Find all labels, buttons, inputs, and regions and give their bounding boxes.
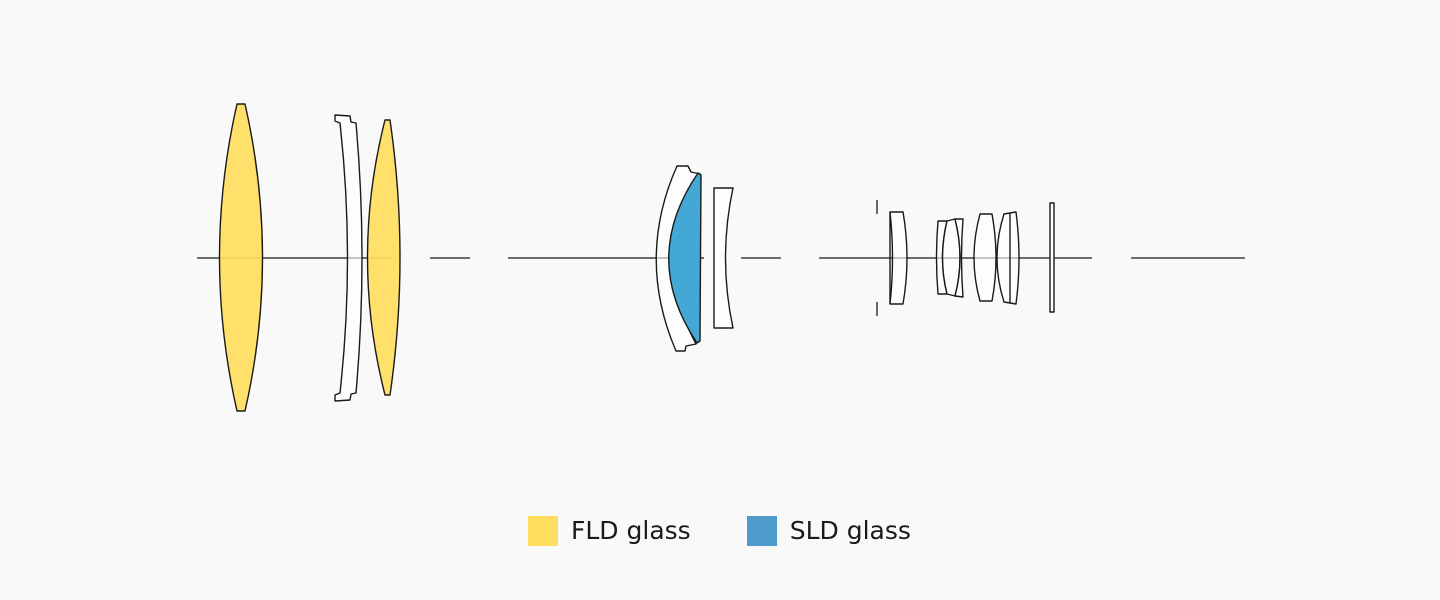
fld-lens-front — [218, 103, 264, 412]
legend: FLD glass SLD glass — [528, 516, 911, 546]
concave-lens-middle — [713, 187, 734, 329]
rear-lens-6 — [996, 211, 1020, 305]
meniscus-lens-front — [334, 114, 363, 402]
sld-lens — [668, 172, 702, 344]
rear-lens-5 — [973, 213, 997, 302]
sld-swatch — [746, 516, 777, 546]
rear-lens-4 — [954, 218, 964, 298]
fld-swatch — [528, 516, 558, 546]
rear-lens-1 — [889, 211, 908, 305]
legend-item-sld: SLD glass — [746, 516, 911, 546]
sensor-filter-plate — [1049, 202, 1055, 313]
legend-label-fld: FLD glass — [571, 516, 691, 545]
legend-item-fld: FLD glass — [528, 516, 691, 546]
legend-label-sld: SLD glass — [789, 516, 911, 545]
fld-lens-second — [366, 119, 401, 396]
